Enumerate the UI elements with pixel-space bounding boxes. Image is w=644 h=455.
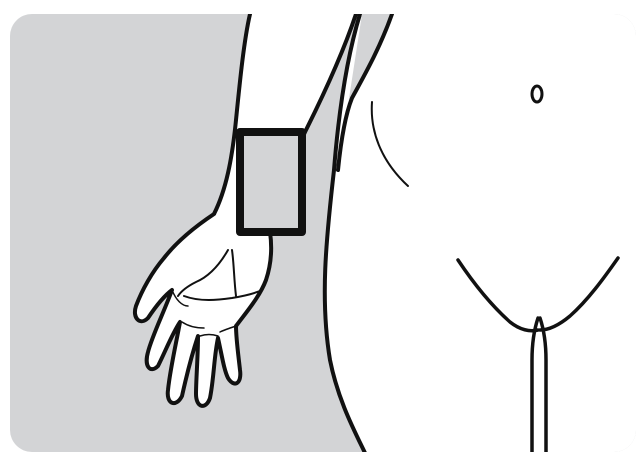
application-site-marker — [240, 132, 302, 232]
torso — [325, 14, 644, 455]
